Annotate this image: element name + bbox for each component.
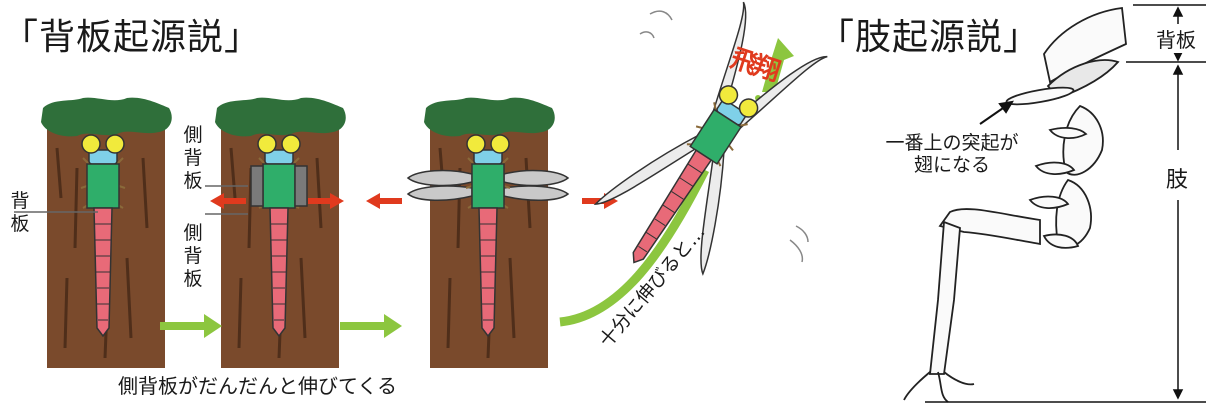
tree-panel-2 xyxy=(215,98,346,368)
process-pointer xyxy=(980,102,1012,124)
right-limb-label: 肢 xyxy=(1166,160,1188,196)
flying-dragonfly xyxy=(580,0,839,297)
limb-figure xyxy=(904,8,1126,402)
caption-bottom: 側背板がだんだんと伸びてくる xyxy=(118,370,397,399)
right-haiban-label: 背板 xyxy=(1154,24,1198,53)
tree-panel-1 xyxy=(41,98,172,368)
top-process-label: 一番上の突起が 翅になる xyxy=(860,132,1044,176)
tree-panel-3 xyxy=(408,98,568,368)
haiban-label: 背 板 xyxy=(8,190,32,236)
sokuhaiban-upper-label: 側 背 板 xyxy=(181,124,205,193)
sokuhaiban-lower-label: 側 背 板 xyxy=(181,222,205,291)
